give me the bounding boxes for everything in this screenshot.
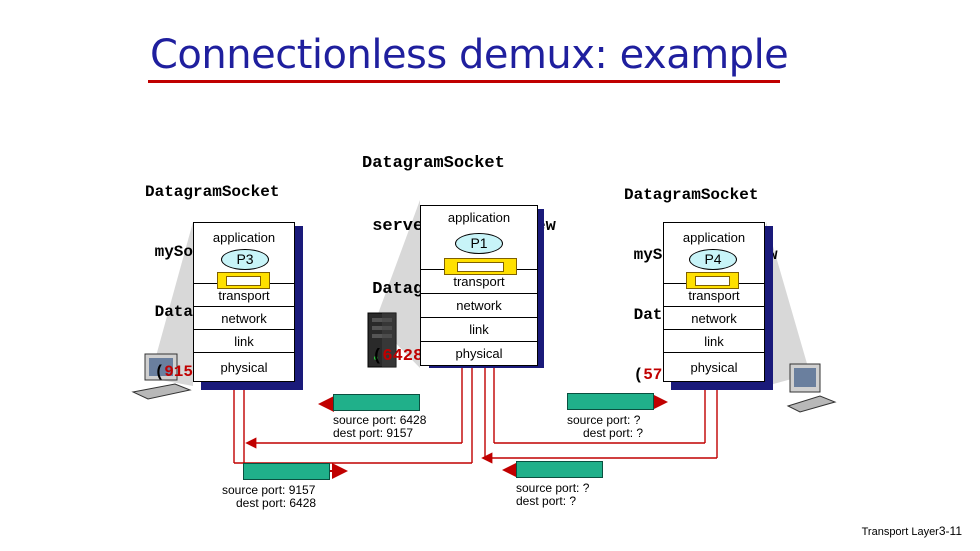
server-code-line-1: DatagramSocket	[362, 154, 505, 173]
right-layer-link: link	[663, 329, 765, 353]
right-layer-network: network	[663, 306, 765, 330]
server-layer-network: network	[420, 293, 538, 318]
segment-top-right-label: source port: ? dest port: ?	[567, 413, 644, 440]
left-computer-icon	[131, 353, 192, 400]
segment-bottom-left	[243, 463, 330, 480]
process-p3: P3	[221, 249, 269, 270]
left-protocol-stack: application transport network link physi…	[193, 222, 303, 390]
left-layer-physical: physical	[193, 352, 295, 382]
left-code-line-1: DatagramSocket	[145, 183, 280, 201]
segment-top-right	[567, 393, 654, 410]
title-underline	[148, 80, 780, 83]
right-host-wedge	[766, 222, 810, 386]
server-socket	[444, 258, 517, 275]
right-socket	[686, 272, 739, 289]
server-port-number: 6428	[382, 347, 424, 366]
footer-page-number: 3-11	[938, 524, 962, 538]
server-icon	[367, 312, 397, 368]
segment-bottom-right	[516, 461, 603, 478]
server-protocol-stack: application transport network link physi…	[420, 205, 544, 368]
segment-bottom-right-label: source port: ? dest port: ?	[516, 481, 590, 508]
footer-chapter: Transport Layer	[861, 526, 939, 538]
left-socket	[217, 272, 270, 289]
left-layer-link: link	[193, 329, 295, 353]
left-host-wedge	[150, 222, 193, 386]
right-layer-physical: physical	[663, 352, 765, 382]
process-p1: P1	[455, 233, 503, 254]
right-computer-icon	[786, 363, 837, 413]
segment-top-left	[333, 394, 420, 411]
process-p4: P4	[689, 249, 737, 270]
segment-bottom-left-label: source port: 9157 dest port: 6428	[222, 483, 317, 510]
slide-footer: Transport Layer3-11	[862, 524, 962, 538]
server-layer-link: link	[420, 317, 538, 342]
slide-title: Connectionless demux: example	[150, 32, 789, 78]
right-code-line-1: DatagramSocket	[624, 186, 759, 204]
right-protocol-stack: application transport network link physi…	[663, 222, 773, 390]
segment-top-left-label: source port: 6428 dest port: 9157	[333, 413, 427, 440]
server-layer-physical: physical	[420, 341, 538, 366]
left-layer-network: network	[193, 306, 295, 330]
